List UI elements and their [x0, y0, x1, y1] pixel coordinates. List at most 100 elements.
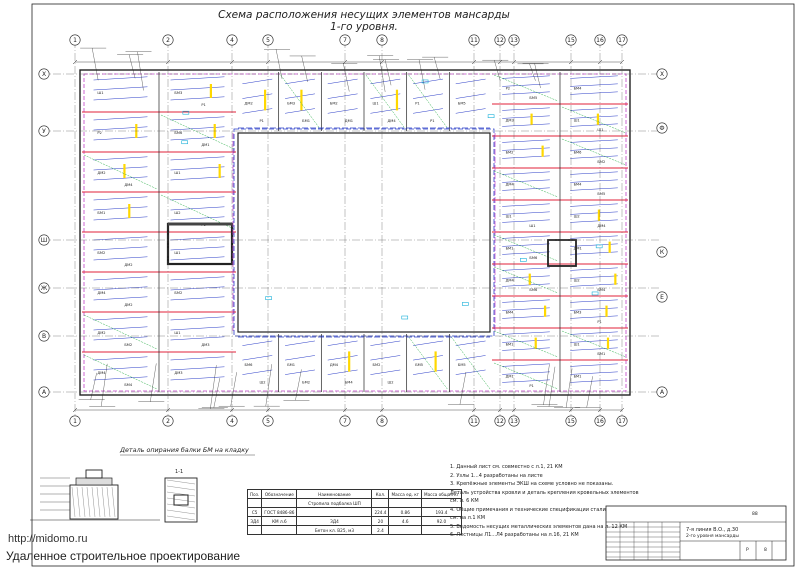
- axis-bubble: [508, 34, 520, 46]
- axis-bubble: [565, 415, 577, 427]
- dimension-tick: [379, 59, 385, 65]
- right-wing-beam-label: Ш2: [574, 279, 580, 283]
- bottom-wing-rafter: [455, 340, 486, 346]
- right-wing-rafter: [502, 339, 550, 343]
- left-wing-rafter: [170, 76, 225, 81]
- top-wing-beam-label: ДМ2: [245, 101, 253, 105]
- callout-leader: [384, 59, 392, 86]
- right-wing-beam-label: Ш1: [597, 128, 603, 132]
- axis-bubble: [494, 415, 506, 427]
- callout-leader: [90, 372, 97, 400]
- bottom-wing-rafter: [285, 355, 315, 361]
- axis-bubble: [162, 415, 174, 427]
- section-hatch: [166, 509, 196, 515]
- right-wing-rafter: [502, 203, 550, 207]
- section-outline: [164, 477, 198, 523]
- right-wing-rafter: [570, 275, 618, 279]
- dimension-tick: [471, 407, 477, 413]
- dimension-tick: [497, 59, 503, 65]
- right-wing-post: [534, 337, 537, 349]
- left-wing-brace: [83, 354, 158, 390]
- right-wing-rafter: [570, 339, 618, 343]
- left-wing-rafter: [170, 196, 225, 201]
- masonry-hatch: [86, 486, 91, 518]
- axis-bubble: [594, 34, 606, 46]
- axis-label: Ш: [41, 237, 47, 244]
- beam-section: [85, 469, 103, 479]
- right-wing-rafter: [570, 83, 618, 87]
- right-wing-rafter: [570, 155, 618, 159]
- dimension-tick: [342, 59, 348, 65]
- detail-title: Деталь опирания балки БМ на кладку: [120, 446, 249, 454]
- left-wing-rafter: [93, 246, 148, 251]
- top-wing-brace: [280, 74, 320, 129]
- callout-leader: [494, 60, 501, 81]
- axis-label: Е: [660, 294, 664, 301]
- right-wing-rafter: [502, 275, 550, 279]
- outer-wall: [79, 69, 631, 396]
- axis-label: 13: [510, 37, 518, 44]
- support-pad: [182, 110, 190, 115]
- right-wing-post: [541, 145, 544, 157]
- bottom-wing-rafter: [327, 340, 358, 346]
- axis-label: У: [42, 128, 46, 135]
- right-wing-beam-label: БМ1: [597, 352, 605, 356]
- right-wing-rafter: [570, 235, 618, 239]
- left-wing-beam-label: ДМ3: [201, 343, 209, 347]
- watermark-url[interactable]: http://midomo.ru: [8, 533, 88, 545]
- callout-leader: [128, 54, 136, 79]
- dimension-tick: [165, 407, 171, 413]
- top-wing-rafter: [455, 78, 486, 85]
- stair-core: [166, 222, 234, 266]
- right-wing-brace: [561, 330, 627, 358]
- right-wing-rafter: [502, 379, 550, 383]
- axis-bubble: [656, 246, 668, 258]
- right-wing-post: [606, 337, 610, 349]
- axis-label: 4: [230, 418, 234, 425]
- left-wing-beam-label: ДМ4: [124, 183, 133, 187]
- dimension-tick: [72, 407, 78, 413]
- right-wing-rafter: [570, 371, 618, 375]
- left-wing-rafter: [170, 206, 225, 211]
- axis-label: Ж: [41, 285, 48, 292]
- right-wing-beam-label: БМ6: [529, 256, 538, 260]
- right-wing-beam-label: Р1: [529, 384, 533, 388]
- axis-label: 5: [266, 418, 270, 425]
- callout-leader: [418, 59, 426, 90]
- right-wing-beam-label: БМ4: [506, 311, 515, 315]
- left-wing-post: [123, 164, 126, 178]
- right-wing-rafter: [502, 251, 550, 255]
- top-wing-beam-label: ДМ1: [345, 119, 353, 123]
- right-wing-beam-label: БМ1: [506, 343, 514, 347]
- right-wing-rafter: [570, 331, 618, 335]
- bottom-wing-beam-label: БМ2: [373, 363, 381, 367]
- right-wing-brace: [561, 138, 627, 166]
- left-wing-post: [128, 204, 131, 218]
- right-wing-post: [543, 305, 547, 317]
- top-wing-beam-label: Р1: [259, 119, 263, 123]
- axis-bubble: [656, 291, 668, 303]
- general-notes: 1. Данный лист см. совместно с л.1, 21 К…: [450, 463, 639, 540]
- right-wing-rafter: [570, 363, 618, 367]
- left-wing-rafter: [93, 206, 148, 211]
- left-wing-rafter: [93, 156, 148, 161]
- axis-label: Ф: [659, 125, 664, 132]
- specification-table: Поз. Обозначение Наименование Кол. Масса…: [246, 489, 462, 535]
- dimension-tick: [597, 407, 603, 413]
- callout-leader: [275, 49, 283, 79]
- top-wing-rafter: [413, 93, 443, 99]
- right-wing-rafter: [570, 315, 618, 319]
- bottom-wing-beam-label: БМ6: [245, 363, 254, 367]
- axis-label: 17: [618, 418, 626, 425]
- axis-bubble: [38, 282, 50, 294]
- bottom-wing-rafter: [370, 340, 401, 346]
- right-wing-rafter: [502, 347, 550, 351]
- left-wing-beam-label: Ш1: [97, 91, 103, 95]
- bottom-wing-rafter: [370, 369, 401, 375]
- top-wing-rafter: [327, 93, 358, 99]
- right-wing-rafter: [502, 83, 550, 87]
- right-wing-rafter: [570, 203, 618, 207]
- axis-label: 8: [380, 418, 384, 425]
- axis-bubble: [262, 34, 274, 46]
- axis-bubble: [508, 415, 520, 427]
